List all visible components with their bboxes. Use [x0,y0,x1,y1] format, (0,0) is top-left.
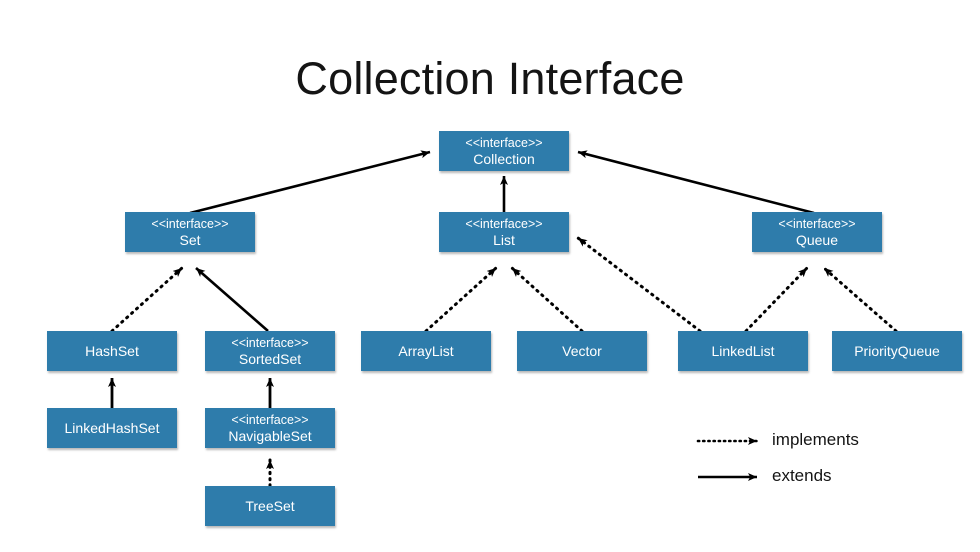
edge-priorityqueue-to-queue [822,266,898,333]
node-hashset[interactable]: HashSet [47,331,177,371]
node-queue[interactable]: <<interface>> Queue [752,212,882,252]
edge-linkedlist-to-list [576,236,702,333]
node-queue-stereotype: <<interface>> [778,216,856,231]
node-set-label: Set [179,231,201,248]
node-list-stereotype: <<interface>> [465,216,543,231]
node-priorityqueue-label: PriorityQueue [854,343,940,359]
legend-extends-label: extends [772,466,832,485]
node-list[interactable]: <<interface>> List [439,212,569,252]
edge-arraylist-to-list [424,266,498,333]
node-navigableset-label: NavigableSet [228,427,312,444]
edge-linkedlist-to-queue [744,266,809,333]
node-arraylist-label: ArrayList [398,343,454,359]
node-navigableset[interactable]: <<interface>> NavigableSet [205,408,335,448]
edge-set-to-collection [189,150,431,215]
node-hashset-label: HashSet [85,343,139,359]
edge-sortedset-to-set [195,267,269,332]
edge-hashset-to-set [110,266,184,333]
node-sortedset[interactable]: <<interface>> SortedSet [205,331,335,371]
node-collection-stereotype: <<interface>> [465,135,543,150]
node-collection[interactable]: <<interface>> Collection [439,131,569,171]
node-linkedlist[interactable]: LinkedList [678,331,808,371]
node-linkedhashset[interactable]: LinkedHashSet [47,408,177,448]
node-queue-label: Queue [795,231,839,248]
node-vector-label: Vector [562,343,602,359]
node-priorityqueue[interactable]: PriorityQueue [832,331,962,371]
node-set[interactable]: <<interface>> Set [125,212,255,252]
node-set-stereotype: <<interface>> [151,216,229,231]
node-linkedlist-label: LinkedList [711,343,775,359]
node-navigableset-stereotype: <<interface>> [231,412,309,427]
node-treeset-label: TreeSet [245,498,295,514]
legend-implements-label: implements [772,430,859,449]
node-list-label: List [493,231,515,248]
node-vector[interactable]: Vector [517,331,647,371]
node-collection-label: Collection [473,150,535,167]
node-linkedhashset-label: LinkedHashSet [64,420,160,436]
page-title: Collection Interface [295,53,685,104]
node-arraylist[interactable]: ArrayList [361,331,491,371]
edge-queue-to-collection [577,150,815,215]
edge-vector-to-list [510,266,584,333]
node-sortedset-label: SortedSet [238,350,302,367]
node-sortedset-stereotype: <<interface>> [231,335,309,350]
node-treeset[interactable]: TreeSet [205,486,335,526]
